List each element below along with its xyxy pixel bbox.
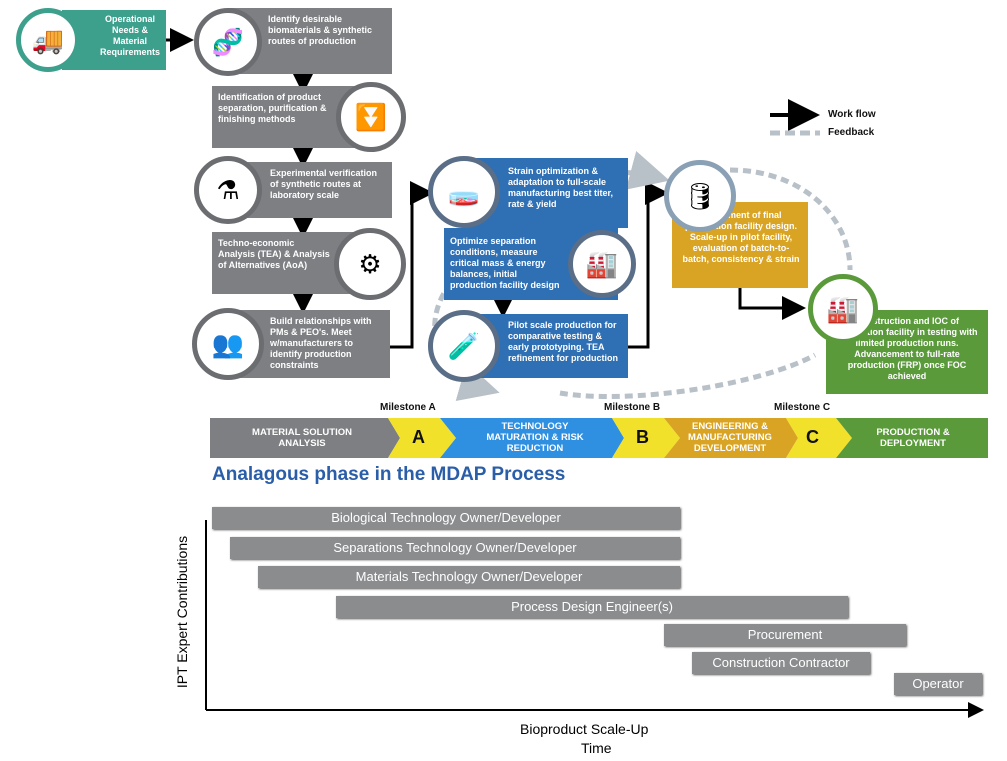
flow-arrow <box>390 181 434 349</box>
flow-arrow <box>738 287 806 320</box>
milestone-a-shape <box>388 418 456 458</box>
phase-1-label: MATERIAL SOLUTION ANALYSIS <box>252 427 352 449</box>
x-axis-label-time: Time <box>581 740 612 756</box>
pilot-circle: 🧪 <box>428 310 500 382</box>
gantt-bar-construction: Construction Contractor <box>692 652 870 674</box>
verification-circle: ⚗ <box>194 156 262 224</box>
legend-feedback: Feedback <box>828 127 875 138</box>
needs-circle: 🚚 <box>16 8 80 72</box>
truck-icon: 🚚 <box>31 25 65 55</box>
milestone-a-label: Milestone A <box>380 402 436 413</box>
tank-icon: 🛢 <box>683 181 717 211</box>
plant-icon: 🏭 <box>585 249 619 279</box>
phase-4-label: PRODUCTION & DEPLOYMENT <box>876 427 950 449</box>
milestone-b-letter: B <box>636 427 649 447</box>
factory-icon: 🏭 <box>826 294 860 324</box>
phase-4-shape <box>836 418 988 458</box>
optimize-circle: 🏭 <box>568 230 636 298</box>
relationships-circle: 👥 <box>192 308 264 380</box>
milestone-b-label: Milestone B <box>604 402 661 413</box>
milestone-c-shape <box>786 418 852 458</box>
phase-2-shape <box>440 418 624 458</box>
flask-icon: ⚗ <box>216 175 240 205</box>
gantt-bar-separations: Separations Technology Owner/Developer <box>230 537 680 559</box>
petri-dish-icon: 🧫 <box>447 177 481 207</box>
people-icon: 👥 <box>211 329 245 359</box>
refinement-circle: 🛢 <box>664 160 736 232</box>
separation-circle: ⏬ <box>336 82 406 152</box>
identify-circle: 🧬 <box>194 8 262 76</box>
legend-workflow: Work flow <box>828 109 876 120</box>
gantt-bar-procurement: Procurement <box>664 624 906 646</box>
gantt-bar-materials: Materials Technology Owner/Developer <box>258 566 680 588</box>
strain-circle: 🧫 <box>428 156 500 228</box>
milestone-c-label: Milestone C <box>774 402 831 413</box>
milestone-b-shape <box>612 418 680 458</box>
molecules-icon: 🧬 <box>211 27 245 57</box>
phase-1-shape <box>210 418 400 458</box>
phase-2-label: TECHNOLOGY MATURATION & RISK REDUCTION <box>486 421 584 454</box>
milestone-c-letter: C <box>806 427 819 447</box>
feedback-arrow <box>559 352 817 399</box>
phase-3-shape <box>664 418 798 458</box>
phase-3-label: ENGINEERING & MANUFACTURING DEVELOPMENT <box>688 421 772 454</box>
gantt-bar-process-design: Process Design Engineer(s) <box>336 596 848 618</box>
x-axis-label: Bioproduct Scale-Up <box>520 721 649 737</box>
gantt-bar-operator: Operator <box>894 673 982 695</box>
milestone-a-letter: A <box>412 427 425 447</box>
gantt-bar-biological: Biological Technology Owner/Developer <box>212 507 680 529</box>
funnel-icon: ⏬ <box>354 102 388 132</box>
bioreactor-icon: 🧪 <box>447 331 481 361</box>
feedback-arrow <box>729 167 853 271</box>
section-title: Analagous phase in the MDAP Process <box>212 464 566 485</box>
flow-arrow <box>628 181 669 349</box>
factory-gear-icon: ⚙ <box>358 249 382 279</box>
tea-circle: ⚙ <box>334 228 406 300</box>
construction-circle: 🏭 <box>808 274 878 344</box>
y-axis-label: IPT Expert Contributions <box>174 535 190 689</box>
